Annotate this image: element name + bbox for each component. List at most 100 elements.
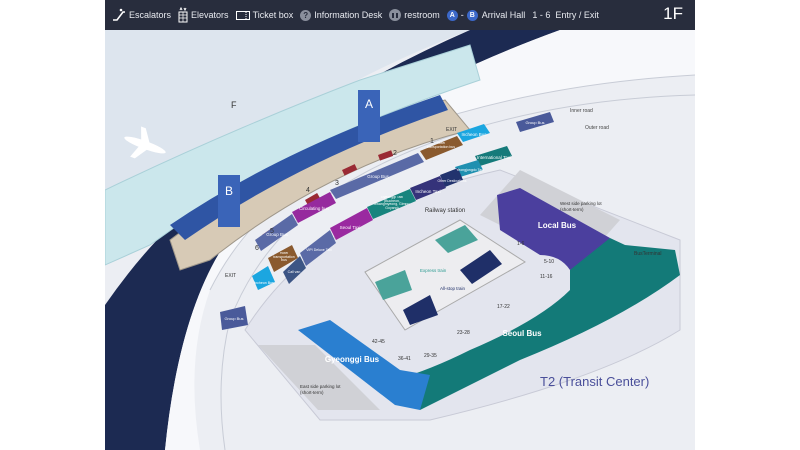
zone-hotel-bus-top-shape[interactable] bbox=[420, 136, 463, 160]
escalator-icon bbox=[112, 8, 126, 22]
seoul-bus-label: Seoul Bus bbox=[502, 329, 542, 338]
railway-station-label: Railway station bbox=[425, 208, 465, 214]
zone-gyeonggi-taxi-shape[interactable] bbox=[367, 189, 416, 219]
group-bus-inner-road[interactable]: Group Bus bbox=[525, 120, 544, 125]
zone-circulating-bus-shape[interactable] bbox=[292, 192, 336, 223]
legend-label: restroom bbox=[404, 10, 440, 20]
zone-hotel-bus-bottom[interactable]: Hotel transportation bus bbox=[273, 252, 295, 263]
pier-f-label: F bbox=[231, 100, 237, 110]
legend-ticket-box: Ticket box bbox=[235, 10, 294, 20]
elevator-icon bbox=[178, 7, 188, 23]
zone-circulating-bus[interactable]: Circulating bus bbox=[299, 206, 330, 211]
zone-incheon-bus-bottom[interactable]: Incheon Bus bbox=[254, 281, 274, 285]
zone-yeongjongdo-taxi[interactable]: Yeongjongdo Taxi bbox=[456, 168, 484, 172]
bay-1-6: 1-6 bbox=[517, 241, 524, 247]
bay-11-16: 11-16 bbox=[540, 274, 553, 280]
zone-incheon-bus-top[interactable]: Incheon Bus bbox=[461, 132, 487, 137]
inner-road-label: Inner road bbox=[570, 108, 593, 114]
apron bbox=[105, 30, 470, 265]
zone-call-van-shape[interactable] bbox=[283, 256, 306, 284]
zone-gyeonggi-taxi-wrap: Gyeonggi Taxi (Bucheon, Gwangmyeong, Gim… bbox=[373, 196, 411, 211]
exit-label-top: EXIT bbox=[446, 127, 457, 133]
zone-yeongjongdo-taxi-shape[interactable] bbox=[455, 160, 483, 177]
gyeonggi-bus-label: Gyeonggi Bus bbox=[325, 355, 380, 364]
legend-elevators: Elevators bbox=[178, 7, 229, 23]
bay-29-35: 29-35 bbox=[424, 353, 437, 359]
all-stop-train-label: All-stop train bbox=[440, 286, 466, 291]
zone-incheon-bus-bottom-shape[interactable] bbox=[252, 266, 275, 290]
east-parking-sub: (short-term) bbox=[300, 390, 324, 395]
zone-vip-taxi-shape[interactable] bbox=[300, 230, 336, 266]
concourse-b-label: B bbox=[225, 184, 233, 198]
zone-group-bus-2-shape[interactable] bbox=[255, 214, 298, 251]
airport-map-frame: Escalators Elevators Ticket box ? Inform… bbox=[105, 0, 695, 450]
east-parking-label: East side parking lot bbox=[300, 384, 341, 389]
floor-indicator[interactable]: 1F bbox=[663, 4, 683, 23]
zone-other-destinations[interactable]: Other Destinations bbox=[438, 179, 467, 183]
information-desk-icon: ? bbox=[300, 9, 312, 21]
entry-exit-label: Entry / Exit bbox=[555, 10, 599, 20]
legend-label: Information Desk bbox=[314, 10, 383, 20]
gate-6[interactable]: 6 bbox=[255, 245, 259, 252]
railway-station[interactable] bbox=[364, 219, 526, 331]
all-stop-train-platform-1 bbox=[460, 250, 502, 284]
zone-international-taxi-shape[interactable] bbox=[475, 146, 512, 166]
bay-23-28: 23-28 bbox=[457, 330, 470, 336]
legend-bar: Escalators Elevators Ticket box ? Inform… bbox=[105, 0, 695, 30]
zone-vip-taxi[interactable]: VIP/ Deluxe Taxi bbox=[306, 248, 332, 252]
zone-seoul-taxi[interactable]: Seoul Taxi bbox=[340, 225, 361, 230]
zone-call-van[interactable]: Call van bbox=[288, 270, 301, 274]
bus-terminal-label: BusTerminal bbox=[634, 251, 662, 257]
zone-incheon-taxi[interactable]: Incheon Taxi bbox=[415, 189, 440, 194]
zone-seoul-taxi-shape[interactable] bbox=[330, 208, 373, 240]
zone-hotel-bus-bottom-shape[interactable] bbox=[268, 245, 298, 272]
express-train-platform-1 bbox=[435, 225, 478, 253]
legend-label: Elevators bbox=[191, 10, 229, 20]
restroom-icon bbox=[389, 9, 402, 21]
legend-label: Ticket box bbox=[252, 10, 294, 20]
hall-a-badge: A bbox=[446, 9, 458, 21]
concourse-b-tower bbox=[218, 175, 240, 227]
gate-2[interactable]: 2 bbox=[393, 150, 397, 157]
gate-3[interactable]: 3 bbox=[335, 180, 339, 187]
seoul-bus-area[interactable] bbox=[395, 238, 680, 410]
bay-42-45: 42-45 bbox=[372, 339, 385, 345]
gyeonggi-bus-area[interactable] bbox=[298, 320, 430, 410]
zone-group-bus-2[interactable]: Group Bus bbox=[266, 232, 288, 237]
bay-17-22: 17-22 bbox=[497, 304, 510, 310]
concourse-a-label: A bbox=[365, 97, 373, 111]
outer-road-label: Outer road bbox=[585, 125, 609, 131]
hall-dash: - bbox=[460, 10, 464, 20]
all-stop-train-platform-2 bbox=[403, 295, 438, 325]
concourse-a-tower bbox=[358, 90, 380, 142]
zone-group-bus-1-shape[interactable] bbox=[330, 153, 424, 199]
terminal-map[interactable]: B A F EXIT EXIT bbox=[105, 0, 695, 450]
entry-range: 1 - 6 bbox=[532, 10, 551, 20]
east-parking-lot[interactable] bbox=[258, 345, 380, 410]
local-bus-label: Local Bus bbox=[538, 221, 577, 230]
zone-group-bus-1[interactable]: Group Bus bbox=[367, 174, 389, 179]
gate-4[interactable]: 4 bbox=[306, 187, 310, 194]
legend-arrival-hall: A - B Arrival Hall bbox=[446, 9, 525, 21]
express-train-platform-2 bbox=[375, 270, 412, 300]
gate-labels: 1 2 3 4 5 6 bbox=[255, 138, 434, 252]
local-bus-area[interactable] bbox=[497, 188, 610, 270]
group-bus-outer-road-shape[interactable] bbox=[220, 306, 248, 330]
ticket-box-icon bbox=[235, 10, 250, 20]
group-bus-inner-road-shape[interactable] bbox=[516, 112, 554, 132]
exit-label-bottom: EXIT bbox=[225, 273, 236, 279]
gate-1[interactable]: 1 bbox=[430, 138, 434, 145]
legend-entry-exit: 1 - 6 Entry / Exit bbox=[532, 10, 599, 20]
zone-other-destinations-shape[interactable] bbox=[440, 168, 463, 187]
gate-5[interactable]: 5 bbox=[270, 228, 274, 235]
zone-incheon-bus-top-shape[interactable] bbox=[457, 124, 490, 142]
legend-label: Escalators bbox=[129, 10, 172, 20]
legend-restroom: restroom bbox=[389, 9, 440, 21]
express-train-label: Express train bbox=[420, 268, 447, 273]
zone-incheon-taxi-shape[interactable] bbox=[410, 176, 446, 200]
zone-hotel-bus-top[interactable]: Hotel transportation bus bbox=[426, 142, 456, 149]
west-parking-sub: (short-term) bbox=[560, 207, 584, 212]
zone-international-taxi[interactable]: International Taxi bbox=[477, 155, 511, 160]
group-bus-outer-road[interactable]: Group Bus bbox=[224, 316, 243, 321]
zone-gyeonggi-taxi[interactable]: Gyeonggi Taxi (Bucheon, Gwangmyeong, Gim… bbox=[373, 196, 411, 211]
